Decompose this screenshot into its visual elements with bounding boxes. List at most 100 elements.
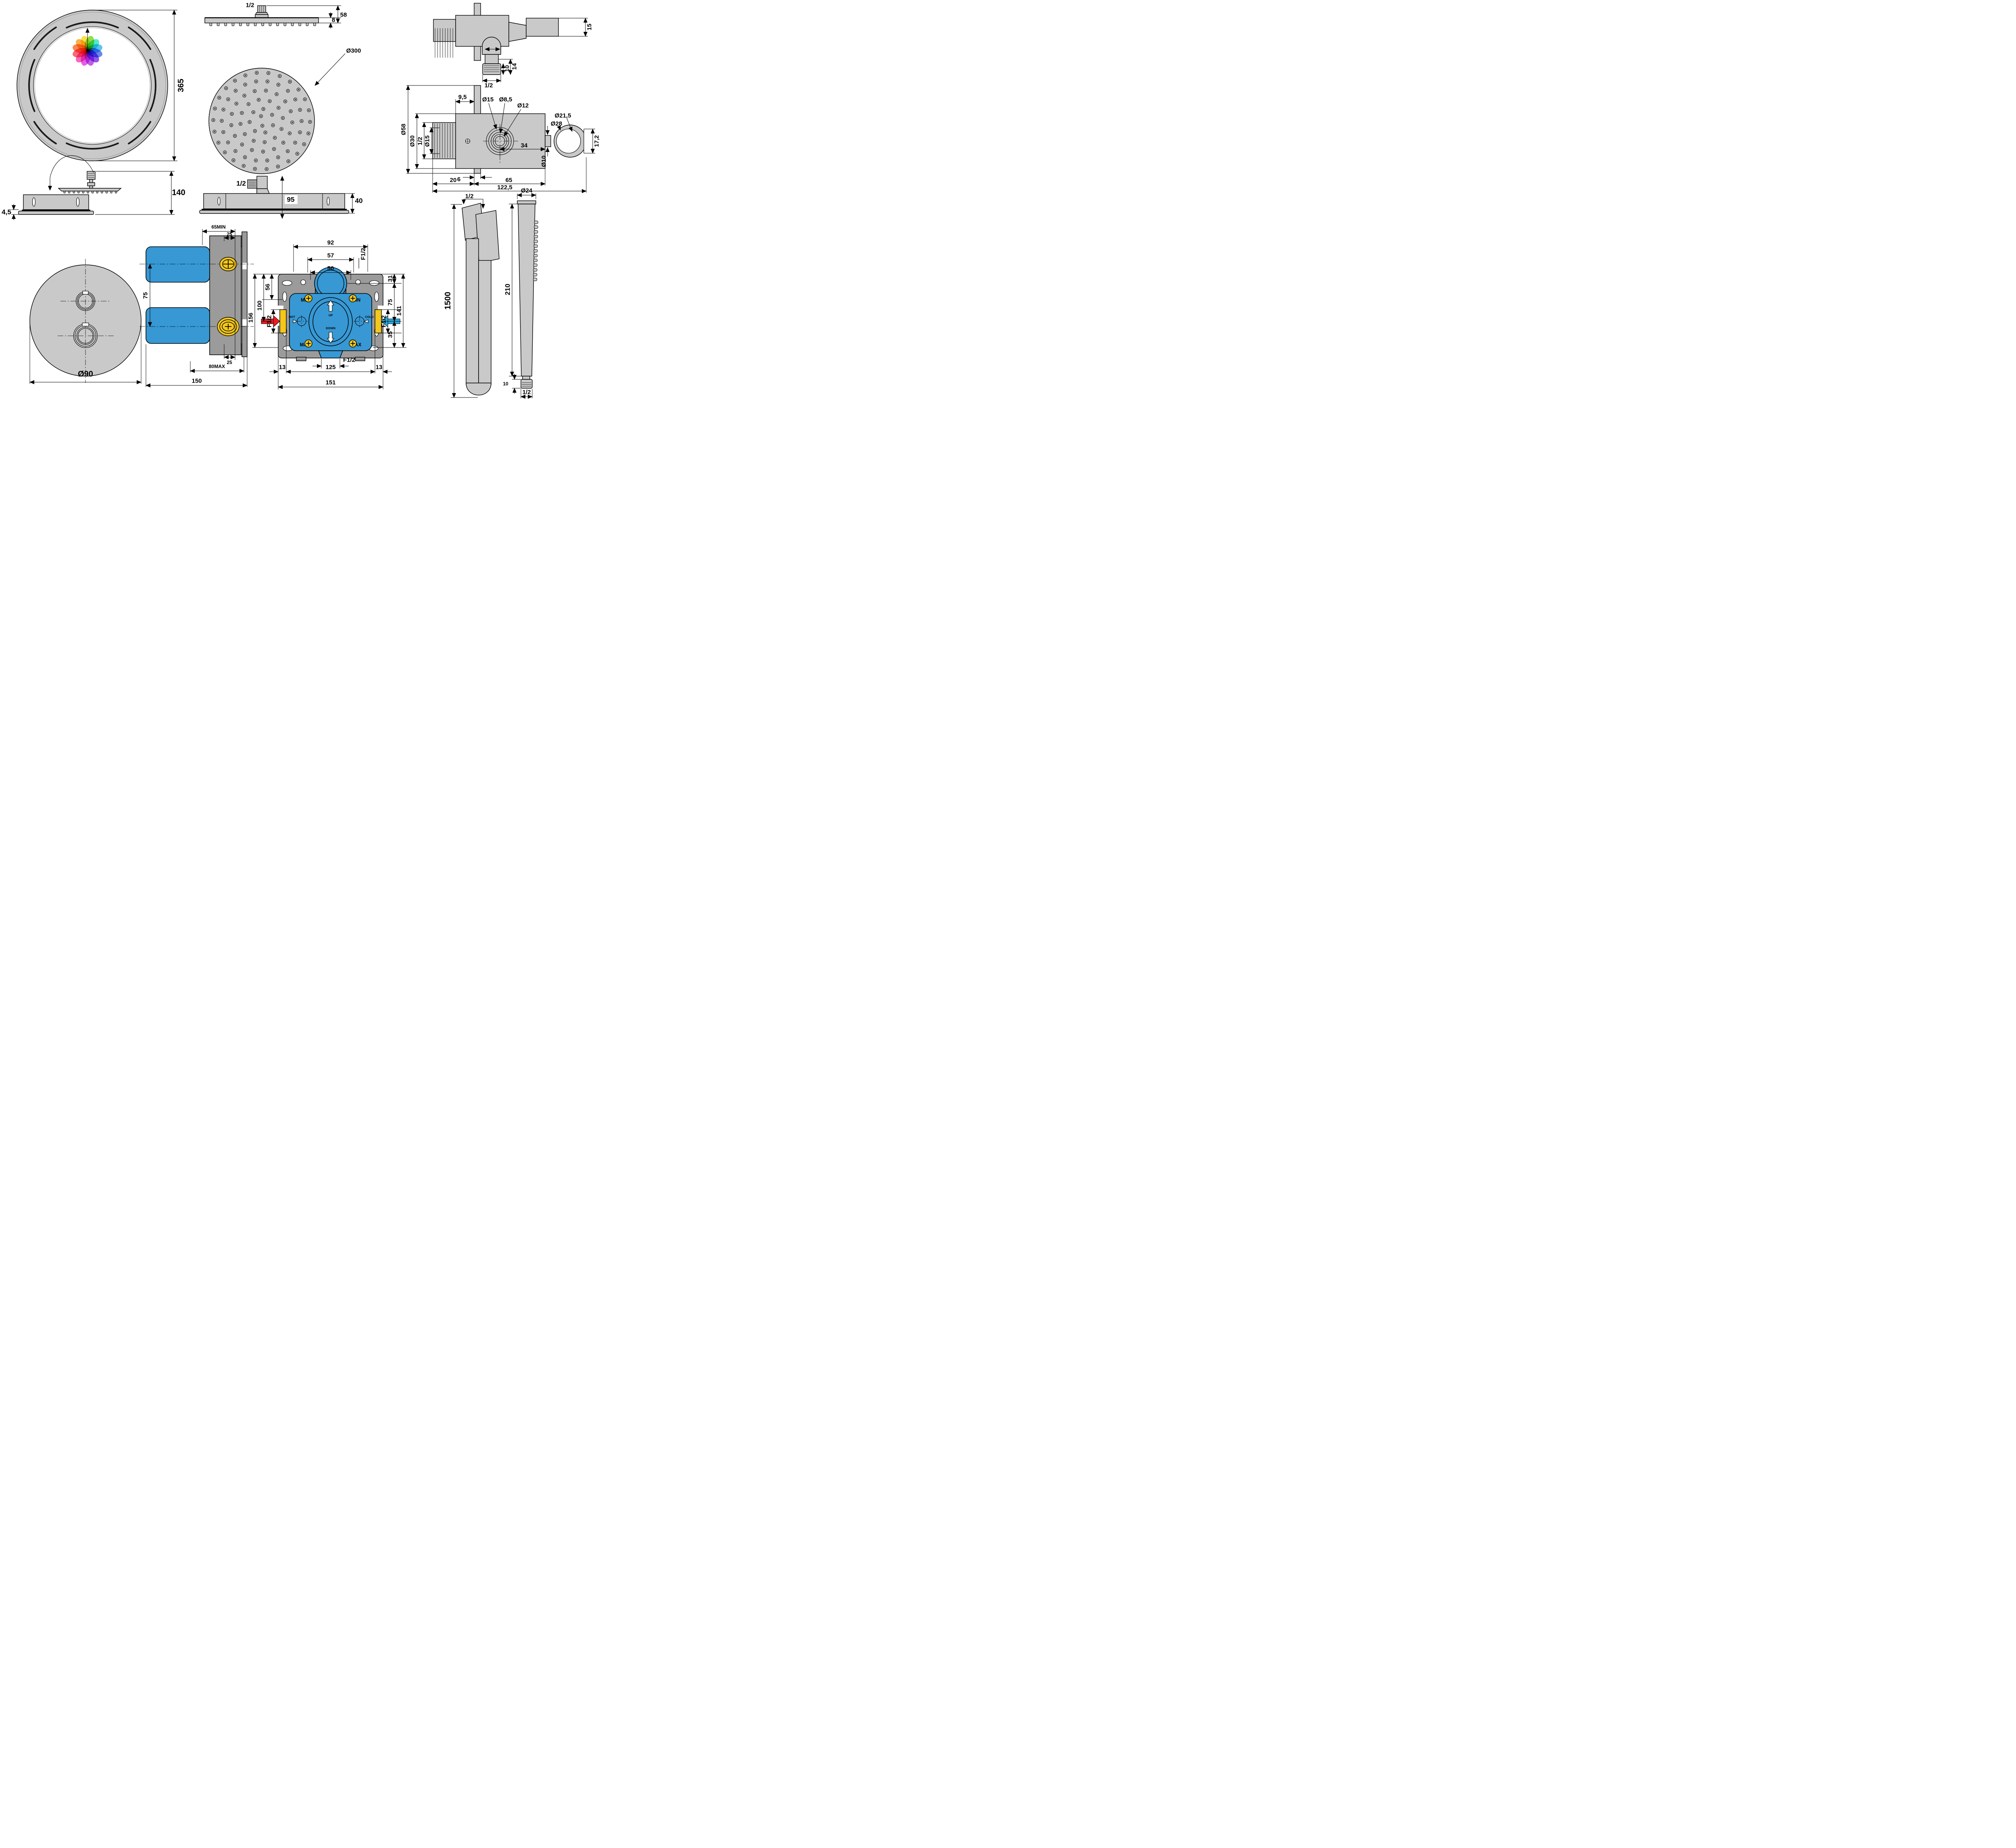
up-arrow-icon [327,300,335,312]
nozzle [269,23,272,26]
dim-valve-offset-top: 25 [227,231,232,237]
dim-trim-diameter: Ø90 [78,370,93,379]
nozzle [115,191,117,194]
hose-tube-left [466,238,479,385]
dim-valve-92: 92 [327,239,334,246]
nozzle [68,191,71,194]
nozzle-tooth [533,254,538,258]
nozzle-tooth [534,235,538,238]
holder-thread [432,122,456,159]
face-hole-center [262,125,263,127]
handshower-body [518,204,535,377]
face-hole-center [254,90,256,92]
dim-elbow-outlet: 15 [586,24,593,31]
face-hole-center [273,148,275,150]
dim-valve-width: 150 [192,378,202,385]
view-ceiling-side: 1/2 95 40 [199,176,363,219]
view-valve-side: 65MIN 25 75 25 80MAX 150 [140,224,254,387]
dim-ceiling-height: 40 [355,197,363,205]
dim-holder-ring-mid: Ø8,5 [499,96,512,103]
face-hole-center [278,107,279,108]
face-hole-center [266,168,267,170]
nozzle-tooth [533,278,537,281]
dim-valve-bottom-thread: F1/2 [343,357,355,364]
dim-valve-offset-bottom: 25 [227,360,232,365]
dim-elbow-nut: 10 [504,65,511,72]
face-hole-center [245,75,246,76]
face-hole-center [285,101,286,102]
dim-hook-gap: 17,2 [594,135,600,147]
face-hole-center [271,114,273,116]
face-hole-center [301,120,302,122]
face-hole-center [252,111,254,113]
face-hole-center [214,108,216,109]
nozzle [276,23,279,26]
face-hole-center [290,110,292,112]
ceiling-housing [203,193,345,209]
face-hole-center [294,99,296,100]
ring-slot-cutouts [28,21,156,150]
dim-valve-50: 50 [327,265,334,272]
face-hole-center [277,156,279,158]
dim-valve-13l: 13 [279,364,286,371]
ring-slot [128,121,152,145]
nozzle [224,23,227,26]
elbow-bend [482,37,501,55]
ring-inner [33,26,152,145]
nozzle [73,191,75,194]
dim-holder-bore: Ø15 [424,135,431,147]
dim-head-height: 58 [340,12,347,19]
view-trim-plate: Ø90 [29,259,142,384]
exploded-flange [18,210,94,215]
label-hot: HOT [289,315,295,319]
hose-nut-front [475,210,500,263]
nozzle [82,191,84,194]
nozzle-tooth [534,221,538,224]
ceiling-flange [199,210,349,214]
face-hole-center [276,94,277,95]
face-hole-center [298,89,299,90]
face-hole-center [269,100,271,102]
ring-slot [33,26,57,50]
valve-front-bottom-outlet [318,350,344,358]
face-hole-center [234,135,236,137]
dim-valve-156: 156 [248,312,254,323]
exploded-seal [22,210,90,211]
face-hole-center [241,144,243,145]
dim-valve-13r: 13 [376,364,383,371]
dim-valve-left-thread: F1/2 [266,315,273,327]
face-hole-center [264,132,266,133]
face-hole-center [214,131,215,133]
face-hole-center [267,160,268,161]
face-hole-center [309,121,311,123]
nozzle [92,191,94,194]
dim-holder-total: 122,5 [497,184,512,191]
view-ring-light: 365 [17,10,185,161]
face-hole-center [244,156,246,158]
nozzle [283,23,286,26]
nozzle [217,23,220,26]
nozzle [105,191,108,194]
exploded-head-plate [58,188,122,191]
dim-holder-65: 65 [506,177,512,184]
face-hole-center [244,133,246,135]
elbow-inlet-thread [433,19,456,42]
valve-side-port-bottom [217,317,240,336]
face-hole-center [260,115,262,117]
view-valve-front: UP DOWN MIN MIN MAX MAX HOT COLD 92 57 5… [248,239,406,389]
nozzle-tooth [533,249,538,253]
face-hole-center [231,113,233,115]
face-hole-center [240,123,242,125]
dim-holder-ring-outer: Ø15 [482,96,494,103]
face-hole-center [251,149,253,151]
dim-valve-151: 151 [325,379,335,386]
holder-stem [545,135,551,147]
face-hole-center [225,87,227,89]
face-hole-center [287,160,289,162]
face-hole-center [294,142,296,144]
face-hole-center [268,72,269,74]
technical-drawing: 365 1/2 58 8 Ø300 15 [2,2,600,399]
dim-handshower-diameter: Ø24 [521,187,533,194]
dim-valve-embed-min: 65MIN [211,224,225,230]
handshower-nozzles [533,221,538,281]
